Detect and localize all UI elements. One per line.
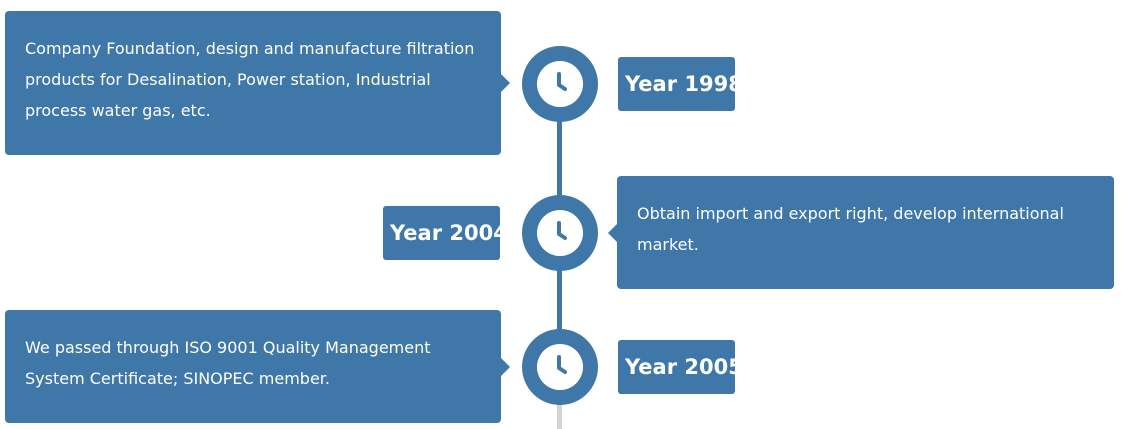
- timeline-marker: [522, 329, 598, 405]
- timeline-marker: [522, 46, 598, 122]
- timeline-year-badge: Year 2005: [618, 340, 743, 394]
- timeline-year-badge: Year 2004: [383, 206, 508, 260]
- timeline-entry-text: We passed through ISO 9001 Quality Manag…: [25, 338, 431, 388]
- timeline-entry-card: Company Foundation, design and manufactu…: [5, 11, 510, 155]
- clock-icon: [537, 61, 583, 107]
- timeline-entry-card: Obtain import and export right, develop …: [608, 176, 1114, 289]
- timeline-axis-tail: [557, 405, 562, 429]
- clock-icon: [537, 344, 583, 390]
- timeline-entry-text: Obtain import and export right, develop …: [637, 204, 1064, 254]
- timeline-year-badge: Year 1998: [618, 57, 743, 111]
- timeline-entry-card: We passed through ISO 9001 Quality Manag…: [5, 310, 510, 423]
- timeline-entry-text: Company Foundation, design and manufactu…: [25, 39, 475, 120]
- timeline-marker: [522, 195, 598, 271]
- clock-icon: [537, 210, 583, 256]
